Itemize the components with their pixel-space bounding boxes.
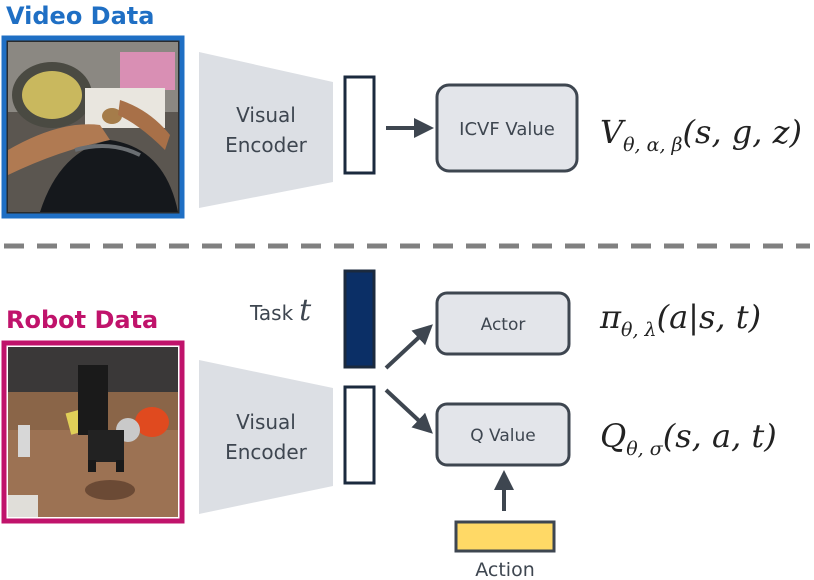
to-q-value-arrow (384, 388, 433, 434)
robot-encoder-label-line1: Visual (236, 410, 296, 434)
q-formula: Qθ, σ(s, a, t) (600, 417, 777, 460)
v-formula: Vθ, α, β(s, g, z) (600, 113, 802, 156)
video-encoder-label-line1: Visual (236, 103, 296, 127)
robot-data-title: Robot Data (6, 306, 158, 334)
robot-frame-image (1, 340, 185, 524)
robot-embedding-bar (343, 385, 376, 485)
actor-label: Actor (481, 315, 526, 335)
q-value-label: Q Value (470, 426, 535, 446)
task-embedding-bar (343, 269, 376, 369)
icvf-value-label: ICVF Value (459, 119, 555, 140)
action-box (454, 520, 556, 553)
person-silhouette (40, 140, 178, 212)
to-actor-arrow (384, 324, 433, 370)
robot-visual-encoder (199, 360, 333, 514)
video-encoder-label-line2: Encoder (225, 133, 308, 157)
actor-box (435, 291, 571, 356)
icvf-value-box (435, 83, 579, 173)
q-value-box (435, 402, 571, 467)
pink-cloth (120, 52, 175, 90)
yellow-bowl (22, 71, 82, 119)
video-data-title: Video Data (6, 2, 154, 30)
action-label: Action (475, 559, 535, 580)
orange-pot (135, 407, 169, 437)
video-frame-image (1, 35, 185, 219)
spatula (18, 425, 30, 457)
robot-arm (78, 365, 108, 435)
pi-formula: πθ, λ(a|s, t) (599, 298, 761, 341)
video-embedding-bar (343, 75, 376, 175)
video-visual-encoder (199, 52, 333, 208)
robot-encoder-label-line2: Encoder (225, 440, 308, 464)
